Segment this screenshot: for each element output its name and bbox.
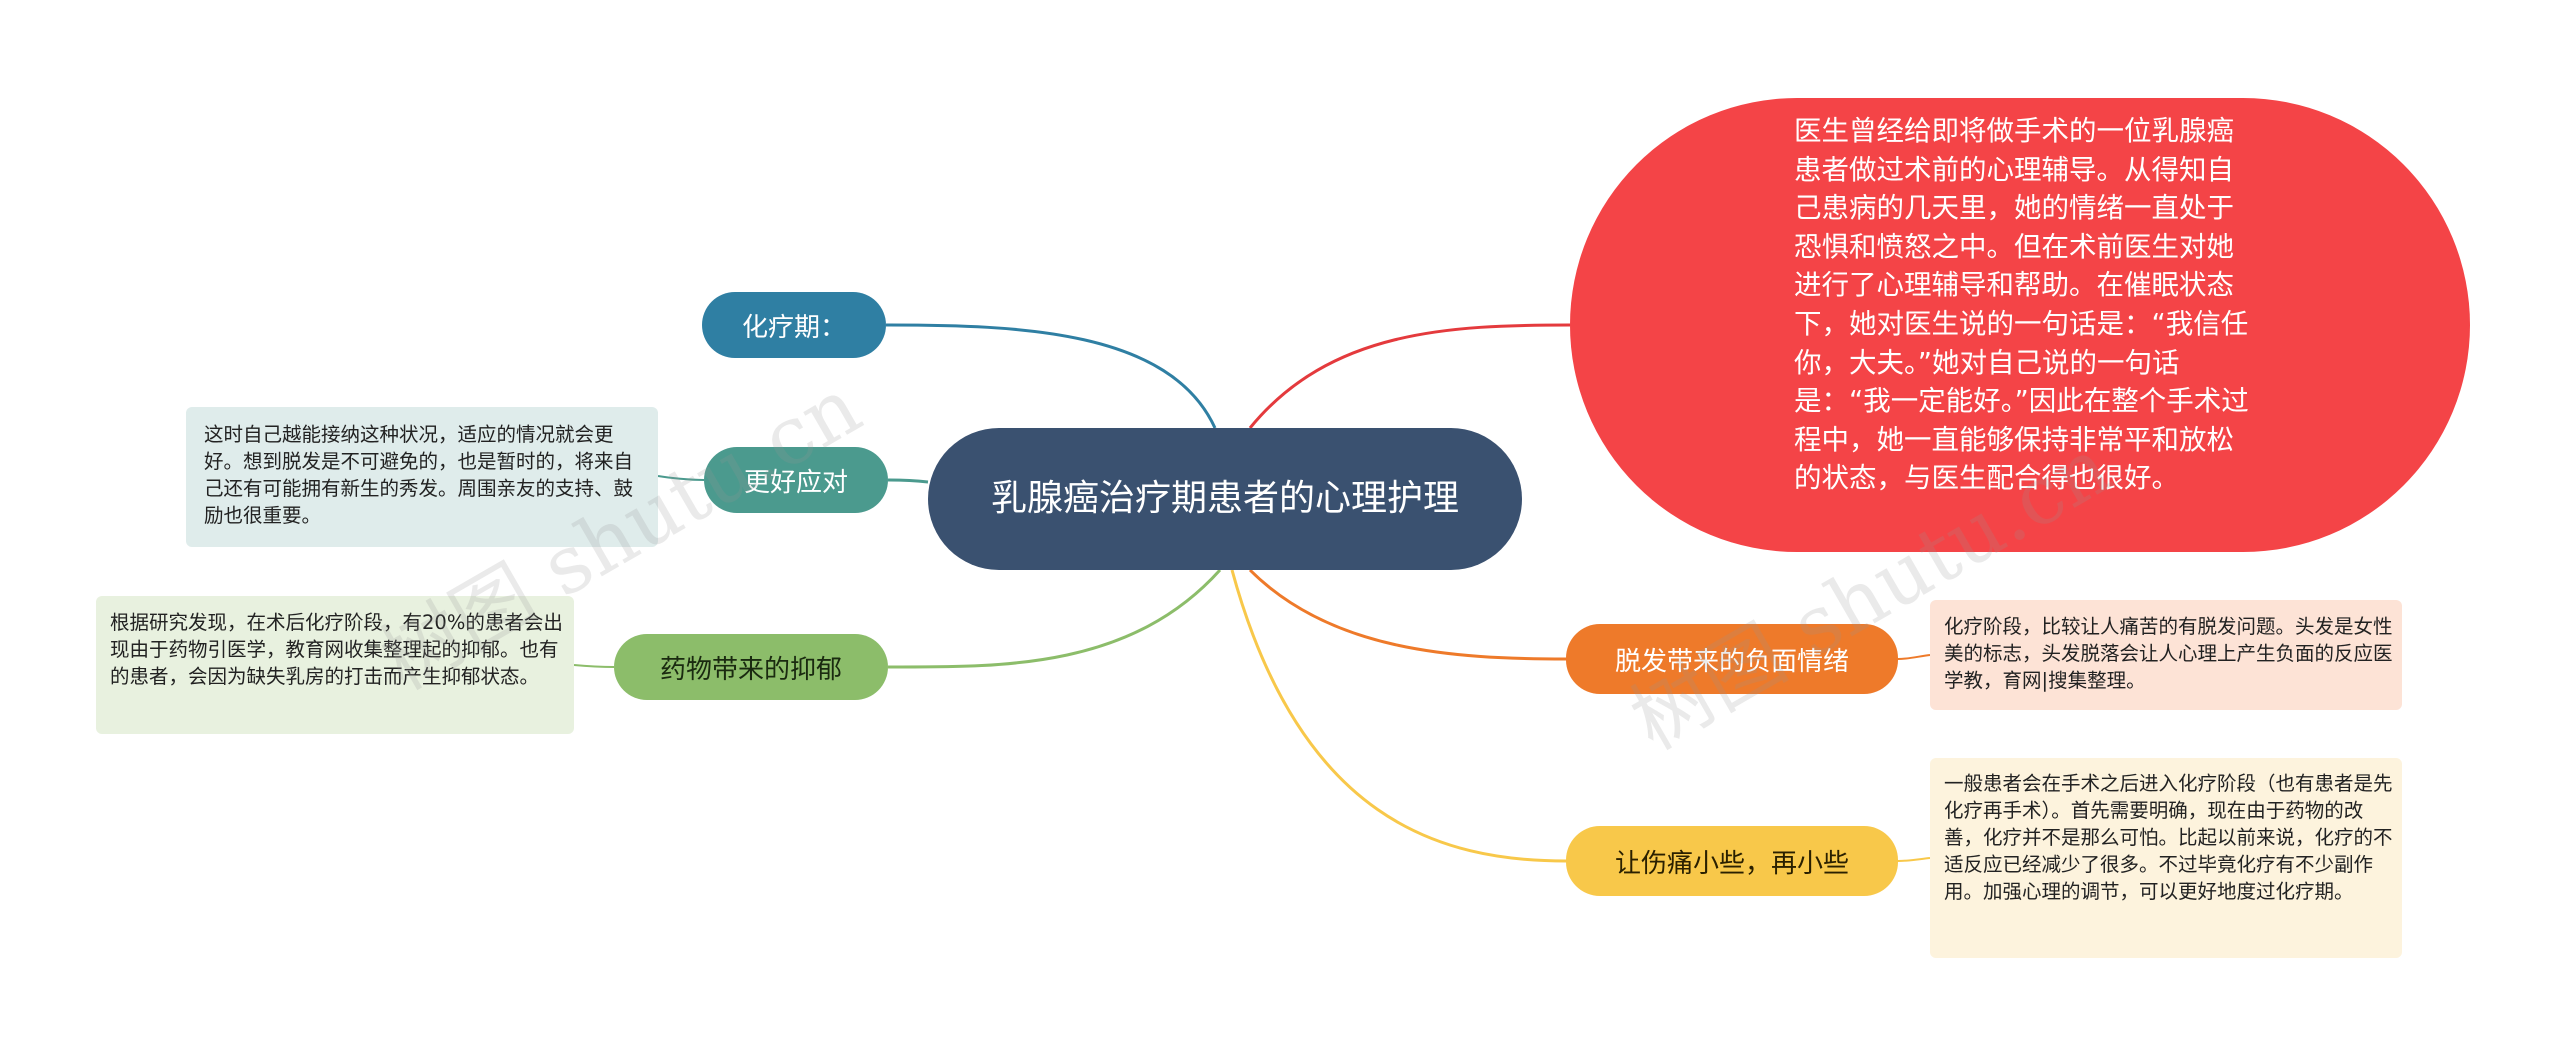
- link-shang-note: [1897, 857, 1931, 862]
- link-shang: [1230, 569, 1567, 863]
- link-tuofa-note: [1897, 654, 1931, 660]
- link-gengyou-note: [657, 475, 705, 481]
- branch-yaowu[interactable]: 药物带来的抑郁: [614, 634, 888, 700]
- link-yaowu-note: [573, 664, 615, 668]
- blob-text: 医生曾经给即将做手术的一位乳腺癌患者做过术前的心理辅导。从得知自己患病的几天里，…: [1794, 115, 2249, 495]
- branch-shang[interactable]: 让伤痛小些，再小些: [1566, 826, 1898, 896]
- branch-gengyou[interactable]: 更好应对: [704, 447, 888, 513]
- link-hualiao: [885, 323, 1217, 429]
- link-blob: [1248, 323, 1571, 429]
- branch-hualiao[interactable]: 化疗期：: [702, 292, 886, 358]
- link-yaowu: [887, 568, 1222, 669]
- branch-psych-counsel-blob[interactable]: 医生曾经给即将做手术的一位乳腺癌患者做过术前的心理辅导。从得知自己患病的几天里，…: [1570, 98, 2470, 552]
- link-tuofa: [1248, 568, 1567, 661]
- note-gengyou: 这时自己越能接纳这种状况，适应的情况就会更好。想到脱发是不可避免的，也是暂时的，…: [186, 407, 658, 547]
- note-tuofa: 化疗阶段，比较让人痛苦的有脱发问题。头发是女性美的标志，头发脱落会让人心理上产生…: [1930, 600, 2402, 710]
- note-shang: 一般患者会在手术之后进入化疗阶段（也有患者是先化疗再手术）。首先需要明确，现在由…: [1930, 758, 2402, 958]
- central-topic[interactable]: 乳腺癌治疗期患者的心理护理: [928, 428, 1522, 570]
- note-yaowu: 根据研究发现，在术后化疗阶段，有20%的患者会出现由于药物引医学，教育网收集整理…: [96, 596, 574, 734]
- branch-tuofa[interactable]: 脱发带来的负面情绪: [1566, 624, 1898, 694]
- link-gengyou: [887, 478, 929, 484]
